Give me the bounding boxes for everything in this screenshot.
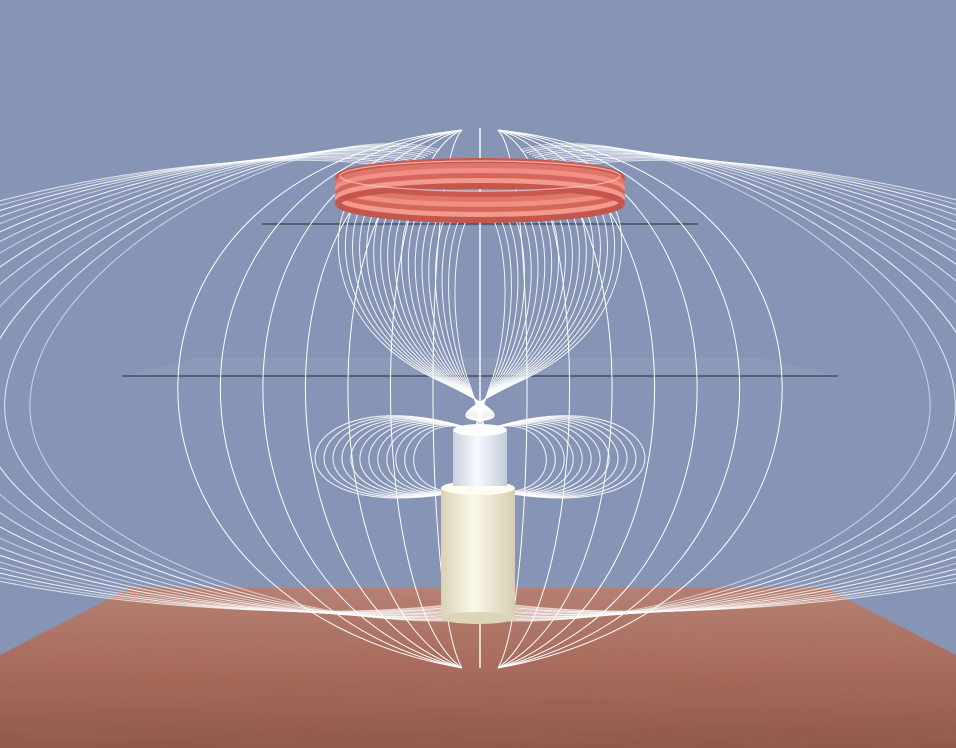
outer-field-line [0, 157, 454, 613]
outer-field-line [498, 150, 956, 617]
outer-field-line [500, 152, 956, 616]
magnet-base [441, 612, 515, 624]
outer-field-line [0, 150, 462, 617]
meridian-field-line [177, 129, 463, 669]
outer-field-line [29, 142, 471, 622]
dipole-loop [395, 423, 475, 493]
outer-field-line [0, 158, 453, 613]
dipole-loop [485, 420, 601, 496]
meridian-field-line [497, 129, 783, 669]
bar-magnet [441, 424, 515, 624]
magnet-dipole-loops [314, 415, 646, 499]
dipole-loop [485, 422, 583, 495]
outer-field-line [0, 149, 463, 618]
outer-field-line [0, 146, 466, 619]
outer-field-line [492, 145, 956, 620]
dipole-loop [386, 423, 475, 494]
outer-field-line [504, 155, 956, 614]
dipole-loop [485, 421, 592, 495]
dipole-loop [368, 421, 475, 495]
outer-field-line [0, 145, 468, 620]
dipole-loop [341, 418, 475, 497]
dipole-loop [359, 420, 475, 496]
magnet-top-cap [453, 424, 507, 436]
outer-field-lines [0, 142, 956, 622]
dipole-loop [323, 416, 475, 498]
outer-field-line [0, 154, 457, 615]
dipole-loop [332, 417, 475, 498]
dipole-loop [485, 418, 619, 497]
dipole-loop [485, 419, 610, 496]
coil-highlight [339, 160, 621, 192]
coil-winding [335, 168, 625, 208]
floor-texture [0, 588, 956, 748]
dipole-loop [485, 416, 637, 498]
meridian-field-line [220, 129, 463, 669]
magnet-bottom-pole [441, 488, 515, 618]
dipole-loop [485, 425, 547, 492]
coil-winding [335, 163, 625, 203]
outer-field-line [4, 144, 469, 621]
outer-field-line [509, 159, 956, 612]
dipole-loop [350, 419, 475, 496]
dipole-loop [485, 424, 556, 493]
outer-field-line [495, 148, 956, 618]
outer-field-line [506, 157, 956, 613]
coil-waist-field-lines [337, 209, 623, 426]
outer-field-line [501, 153, 956, 615]
outer-field-line [0, 152, 460, 616]
dipole-loop [485, 423, 574, 494]
outer-field-line [0, 155, 456, 614]
waist-field-line [465, 209, 623, 426]
dipole-loop [377, 422, 475, 495]
coil-winding [335, 178, 625, 218]
coil-winding [335, 173, 625, 213]
dipole-loop [314, 415, 475, 499]
dipole-loop [485, 415, 646, 499]
magnet-top-pole [453, 430, 507, 486]
outer-field-line [503, 154, 956, 615]
outer-field-line [489, 142, 931, 622]
dipole-loop [404, 424, 475, 493]
outer-field-line [494, 146, 956, 619]
middle-plane [122, 358, 840, 376]
outer-field-line [491, 144, 956, 621]
outer-field-line [507, 158, 956, 613]
coil-winding [335, 183, 625, 223]
outer-field-line [0, 153, 459, 615]
outer-field-line [497, 149, 956, 618]
meridian-field-line [497, 129, 740, 669]
dipole-loop [485, 423, 565, 493]
current-coil [335, 158, 625, 223]
outer-field-line [0, 148, 465, 618]
dipole-loop [485, 417, 628, 498]
outer-field-line [0, 159, 451, 612]
waist-field-line [337, 209, 495, 426]
